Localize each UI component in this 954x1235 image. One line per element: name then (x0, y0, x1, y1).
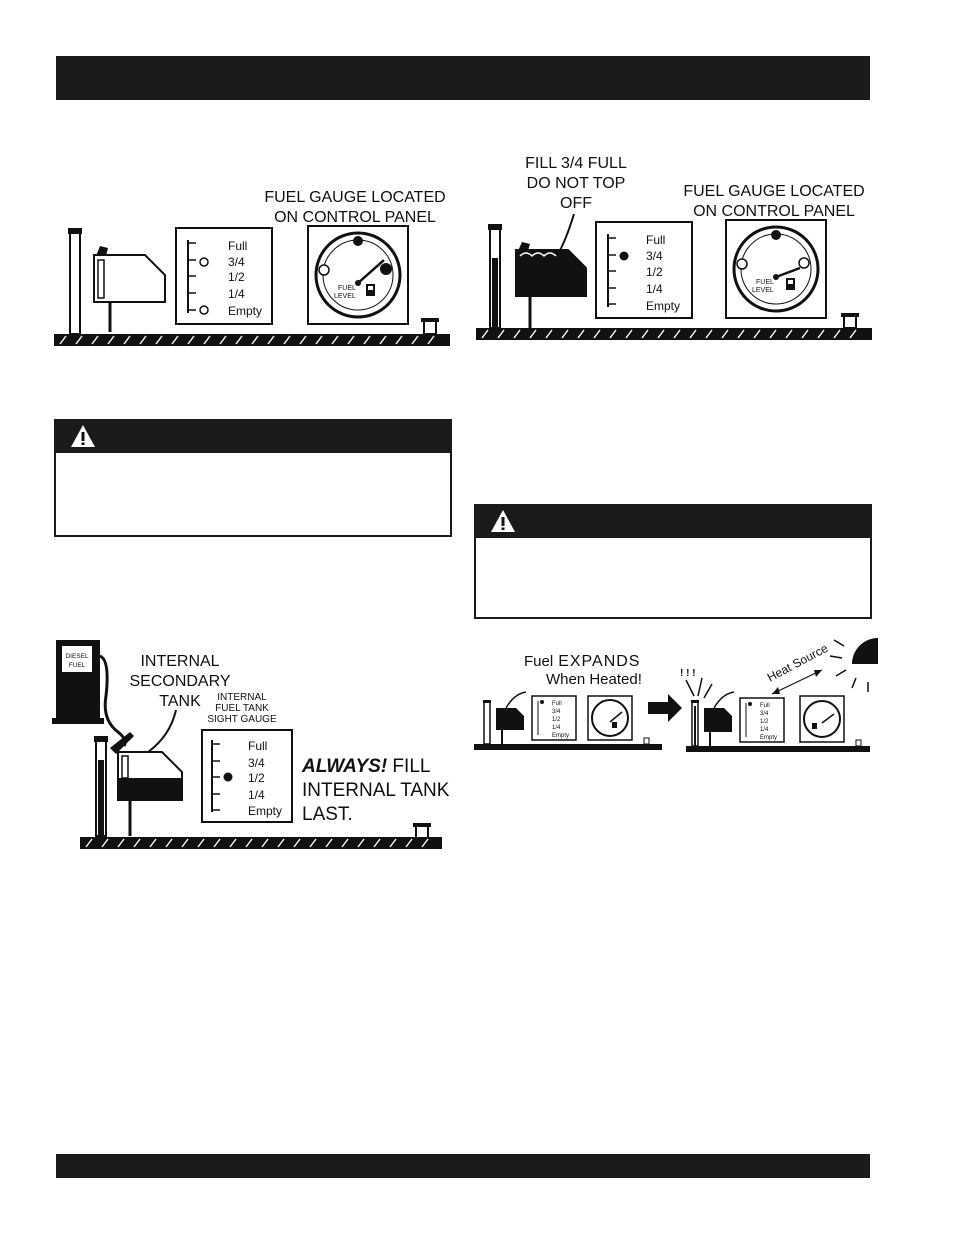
caption-line-1: FUEL GAUGE LOCATED (264, 189, 445, 206)
always-line-3: LAST. (302, 804, 353, 825)
expand-word: Fuel (524, 653, 553, 670)
fill-note-2: DO NOT TOP (527, 175, 626, 192)
splash-icon: ! ! ! (680, 668, 696, 679)
level-empty: Empty (646, 299, 680, 313)
fuel-dial-icon (803, 700, 841, 738)
level-1-4: 1/4 (552, 725, 561, 731)
level-1-2: 1/2 (760, 719, 769, 725)
caption-line-2: ON CONTROL PANEL (693, 203, 855, 220)
level-full: Full (646, 233, 665, 247)
pump-hose (99, 654, 127, 747)
tank-label-3: TANK (159, 693, 201, 710)
level-full: Full (552, 701, 562, 707)
fuel-tank-empty (93, 254, 166, 303)
warning-box-left (54, 419, 452, 537)
level-1-4: 1/4 (760, 727, 769, 733)
tank-label-2: SECONDARY (129, 673, 230, 690)
warning-triangle-icon (491, 510, 515, 532)
level-full: Full (248, 739, 267, 753)
sight-label-2: FUEL TANK (215, 703, 269, 714)
tank-small-right (704, 708, 732, 732)
fuel-dial-icon (732, 225, 820, 313)
pump-label-2: FUEL (69, 662, 86, 669)
heat-source-label: Heat Source (765, 641, 831, 685)
level-1-4: 1/4 (248, 788, 265, 802)
footer-bar (56, 1154, 870, 1178)
level-3-4: 3/4 (228, 255, 245, 269)
level-3-4: 3/4 (552, 709, 561, 715)
level-empty: Empty (552, 733, 569, 739)
fuel-tank-filled (515, 249, 587, 297)
sight-gauge-panel (201, 729, 293, 823)
expand-line-1: Fuel EXPANDS (524, 653, 640, 670)
always-fill: FILL (387, 756, 430, 777)
sight-gauge-small-right (739, 697, 785, 743)
fuel-dial-icon (314, 231, 402, 319)
level-empty: Empty (760, 735, 777, 741)
level-empty: Empty (228, 304, 262, 318)
tank-label-1: INTERNAL (140, 653, 219, 670)
level-1-2: 1/2 (248, 771, 265, 785)
level-empty: Empty (248, 804, 282, 818)
always-emphasis: ALWAYS! (301, 756, 387, 777)
level-1-2: 1/2 (228, 270, 245, 284)
level-3-4: 3/4 (646, 249, 663, 263)
ground-strip (476, 328, 872, 340)
sun-icon (852, 638, 878, 664)
level-1-4: 1/4 (228, 287, 245, 301)
level-full: Full (760, 703, 770, 709)
figure-fill-three-quarter: FILL 3/4 FULL DO NOT TOP OFF FUEL GAUGE … (476, 155, 872, 340)
level-1-2: 1/2 (646, 265, 663, 279)
dial-label-1: FUEL (756, 279, 774, 286)
level-1-4: 1/4 (646, 282, 663, 296)
expand-line-2: When Heated! (546, 671, 642, 688)
pump-label-1: DIESEL (65, 653, 89, 660)
arrow-right-icon (648, 694, 682, 722)
warning-header (56, 421, 450, 453)
expand-emphasis: EXPANDS (558, 653, 640, 670)
warning-triangle-icon (71, 425, 95, 447)
caption-line-1: FUEL GAUGE LOCATED (683, 183, 864, 200)
figure-fuel-gauge-empty: FUEL GAUGE LOCATED ON CONTROL PANEL Full… (54, 189, 450, 346)
dial-label-2: LEVEL (334, 293, 356, 300)
tank-vent-post (69, 231, 81, 335)
ground-strip-left (474, 744, 662, 750)
always-line-2: INTERNAL TANK (302, 780, 450, 801)
level-3-4: 3/4 (248, 756, 265, 770)
tank-small-left (496, 708, 524, 730)
dial-label-1: FUEL (338, 285, 356, 292)
sight-label-1: INTERNAL (217, 692, 267, 703)
figure-fuel-expands: Fuel EXPANDS When Heated! Heat Source Ful… (474, 638, 878, 752)
level-3-4: 3/4 (760, 711, 769, 717)
level-1-2: 1/2 (552, 717, 561, 723)
caption-line-2: ON CONTROL PANEL (274, 209, 436, 226)
figure-internal-secondary-tank: DIESEL FUEL INTERNAL SECONDARY TANK INTE… (52, 640, 450, 849)
always-line-1: ALWAYS! FILL (301, 756, 430, 777)
fuel-dial-icon (591, 699, 629, 737)
level-full: Full (228, 239, 247, 253)
fill-note-1: FILL 3/4 FULL (525, 155, 627, 172)
dial-label-2: LEVEL (752, 287, 774, 294)
warning-header (476, 506, 870, 538)
warning-box-right (474, 504, 872, 619)
header-bar (56, 56, 870, 100)
sight-gauge-small-left (531, 695, 577, 741)
ground-strip (54, 334, 450, 346)
sight-label-3: SIGHT GAUGE (207, 714, 277, 725)
fuel-nozzle-icon (110, 732, 134, 754)
ground-strip-right (686, 746, 870, 752)
fill-note-3: OFF (560, 195, 592, 212)
